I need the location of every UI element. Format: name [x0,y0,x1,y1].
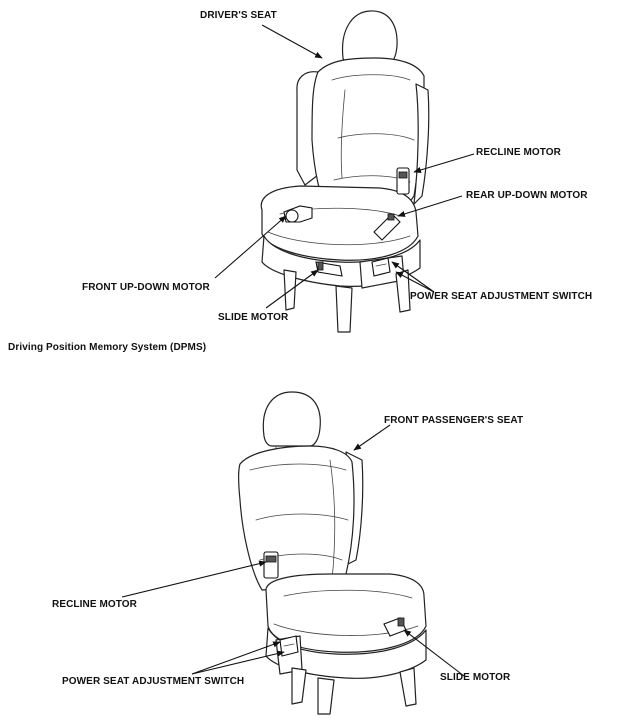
driver-seat-drawing [260,10,430,333]
label-driver-front-up-down-motor: FRONT UP-DOWN MOTOR [82,282,210,293]
driver-leaders [214,24,475,309]
passenger-seat-drawing [237,391,427,715]
caption-dpms: Driving Position Memory System (DPMS) [8,342,207,353]
passenger-leaders [121,424,465,677]
label-driver-rear-up-down-motor: REAR UP-DOWN MOTOR [466,190,588,201]
label-driver-power-seat-switch: POWER SEAT ADJUSTMENT SWITCH [410,291,593,302]
label-drivers-seat: DRIVER'S SEAT [200,10,277,21]
label-passenger-recline-motor: RECLINE MOTOR [52,599,138,610]
label-driver-slide-motor: SLIDE MOTOR [218,312,289,323]
label-passenger-slide-motor: SLIDE MOTOR [440,672,511,683]
label-front-passengers-seat: FRONT PASSENGER'S SEAT [384,415,524,426]
label-driver-recline-motor: RECLINE MOTOR [476,147,562,158]
label-passenger-power-seat-switch: POWER SEAT ADJUSTMENT SWITCH [62,676,245,687]
